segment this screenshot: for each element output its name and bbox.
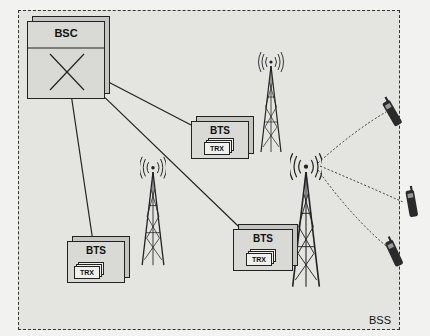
antenna-tower (259, 52, 284, 152)
unit-label: BTS (192, 125, 248, 136)
bts-box: BTS TRX (191, 121, 249, 159)
bts-box: BTS TRX (67, 241, 125, 283)
trx-label: TRX (75, 268, 99, 277)
trx-card: TRX (246, 253, 272, 266)
link-line (72, 99, 93, 241)
trx-card: TRX (74, 266, 100, 279)
mobile-phone (405, 185, 419, 217)
link-line (105, 98, 241, 229)
unit-label: BSC (28, 27, 104, 39)
unit-label: BTS (68, 245, 124, 256)
bss-region: BSS BSC BTS TRX BTS TRX BTS TRX (18, 10, 400, 330)
unit-label: BTS (234, 233, 292, 244)
antenna-tower (139, 157, 166, 265)
bts-box: BTS TRX (233, 229, 293, 271)
antenna-tower (289, 153, 322, 286)
radio-links (318, 112, 403, 246)
region-fill (18, 10, 400, 330)
mobile-phone (383, 235, 404, 267)
trx-label: TRX (205, 144, 229, 153)
trx-card: TRX (204, 142, 230, 155)
bsc-box: BSC (27, 21, 105, 99)
region-label: BSS (369, 314, 391, 326)
trx-label: TRX (247, 255, 271, 264)
link-line (105, 80, 191, 125)
